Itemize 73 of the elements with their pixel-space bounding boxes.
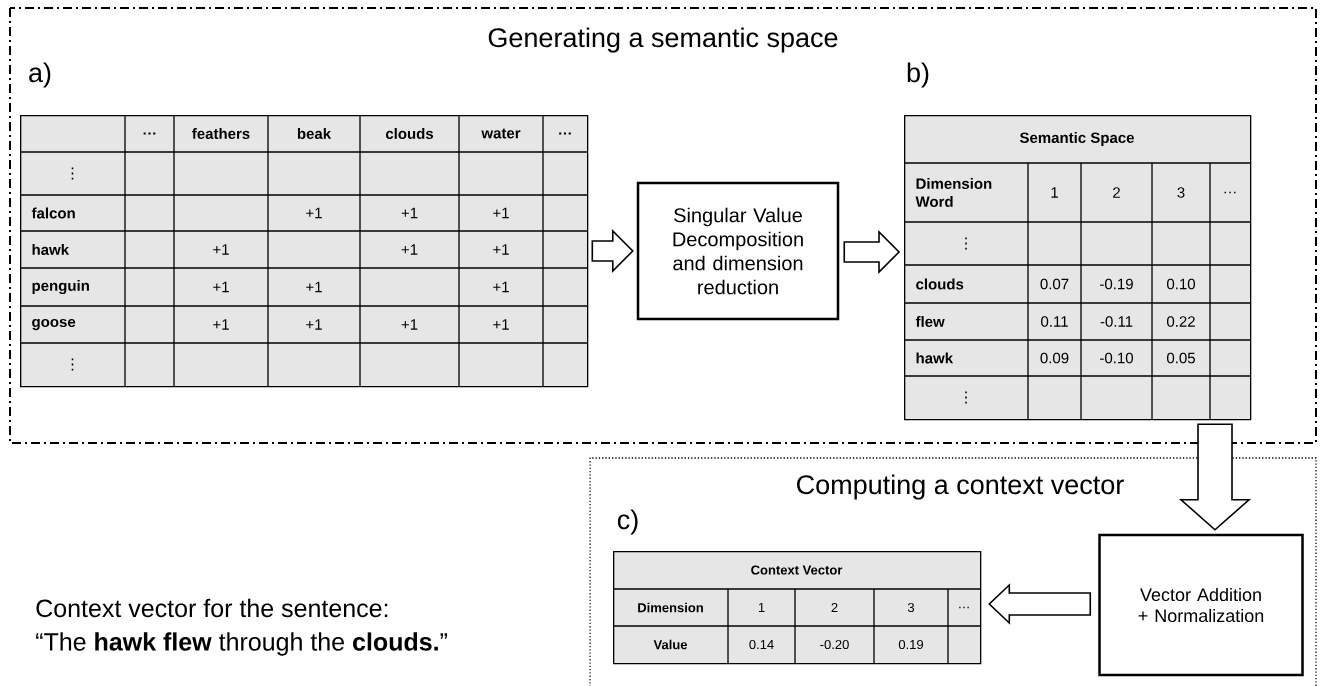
cell-text: 1: [758, 603, 765, 612]
cell-text: …: [959, 606, 969, 609]
cell-text: 0.10: [1167, 278, 1195, 290]
cell-text: penguin: [32, 280, 89, 295]
cell-text: -0.11: [1100, 316, 1133, 327]
section-frame: [589, 457, 1317, 686]
cell-text: Context Vector: [751, 565, 843, 575]
cell-text: …: [1224, 191, 1236, 194]
section-title: Computing a context vector: [797, 474, 1124, 500]
data-table: [19, 62, 589, 388]
cell-text: -0.10: [1100, 352, 1133, 364]
cell-text: clouds: [916, 278, 964, 290]
cell-text: Semantic Space: [1019, 132, 1134, 146]
cell-text: -0.20: [820, 639, 849, 650]
panel-label: c): [617, 509, 638, 535]
sentence-text: “The hawk flew through the clouds.”: [36, 632, 447, 656]
cell-text: clouds: [385, 128, 434, 139]
process-box: Vector Addition + Normalization: [1098, 533, 1304, 677]
cell-text: ⋮: [965, 237, 967, 250]
sentence-text: Context vector for the sentence:: [36, 598, 388, 618]
cell-text: hawk: [32, 244, 70, 255]
cell-text: 0.05: [1167, 352, 1195, 364]
data-table: [612, 509, 982, 665]
cell-text: feathers: [192, 128, 250, 139]
cell-text: 1: [1051, 187, 1058, 198]
cell-text: flew: [915, 316, 945, 327]
cell-text: beak: [297, 128, 332, 139]
cell-text: 2: [1113, 187, 1120, 198]
section-frame: [9, 7, 1317, 444]
data-table: [903, 62, 1252, 421]
block-arrow: [988, 583, 1092, 625]
cell-text: hawk: [916, 352, 954, 364]
cell-text: …: [143, 132, 156, 135]
cell-text: 2: [831, 602, 838, 613]
cell-text: ⋮: [965, 391, 967, 404]
cell-text: ⋮: [71, 358, 74, 371]
cell-text: +1: [401, 244, 418, 255]
cell-text: 0.09: [1040, 352, 1069, 364]
cell-text: +1: [213, 281, 229, 293]
cell-text: ⋮: [71, 167, 74, 180]
cell-text: Dimension Word: [915, 178, 992, 207]
cell-text: falcon: [31, 207, 75, 219]
cell-text: 0.14: [749, 639, 774, 650]
cell-text: +1: [306, 207, 322, 219]
cell-text: +1: [493, 319, 509, 330]
cell-text: +1: [306, 281, 322, 293]
cell-text: +1: [401, 207, 418, 219]
section-title: Generating a semantic space: [488, 27, 838, 53]
cell-text: +1: [493, 207, 509, 219]
block-arrow: [843, 230, 901, 274]
cell-text: water: [481, 128, 521, 139]
cell-text: 0.19: [898, 639, 924, 650]
cell-text: Dimension: [638, 602, 703, 613]
cell-text: +1: [401, 319, 418, 330]
cell-text: +1: [493, 281, 509, 293]
cell-text: goose: [32, 318, 76, 331]
cell-text: 0.11: [1041, 316, 1068, 327]
cell-text: 3: [907, 602, 915, 613]
cell-text: 0.22: [1167, 316, 1195, 327]
panel-label: b): [907, 62, 929, 88]
process-box: Singular Value Decomposition and dimension reduction: [636, 181, 840, 321]
panel-label: a): [29, 62, 51, 88]
block-arrow: [591, 229, 634, 273]
cell-text: +1: [306, 319, 322, 330]
cell-text: 0.07: [1040, 278, 1069, 290]
cell-text: +1: [493, 244, 509, 255]
cell-text: -0.19: [1100, 278, 1133, 290]
cell-text: 3: [1177, 187, 1185, 198]
cell-text: +1: [213, 244, 229, 255]
cell-text: …: [559, 132, 571, 135]
cell-text: Value: [653, 639, 688, 650]
block-arrow: [1178, 423, 1252, 531]
cell-text: +1: [213, 319, 229, 330]
